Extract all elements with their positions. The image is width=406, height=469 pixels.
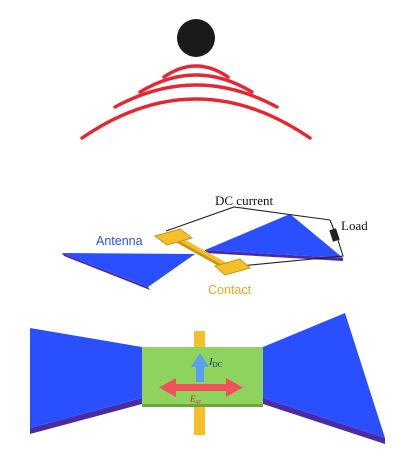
channel-bottom-edge <box>142 404 263 407</box>
wire-top <box>165 206 331 232</box>
wave-1 <box>162 64 230 79</box>
dc-current-label: DC current <box>215 193 274 208</box>
antenna-right-wing-edge <box>205 250 343 261</box>
left-electrode-edge <box>30 398 142 434</box>
idc-label-main: I <box>208 356 214 368</box>
antenna-left-wing-edge <box>62 253 150 290</box>
antenna-right-wing <box>205 214 343 258</box>
right-electrode-edge <box>263 398 385 444</box>
load-resistor <box>329 228 340 242</box>
wave-3 <box>113 83 279 109</box>
eac-label: Eac <box>189 394 202 406</box>
wave-2 <box>138 73 254 94</box>
eac-label-main: E <box>189 394 196 404</box>
right-electrode <box>263 313 385 438</box>
middle-antenna-circuit: DC current Load Antenna Contact <box>62 193 368 297</box>
load-label: Load <box>341 218 368 233</box>
contact-strip <box>175 235 231 269</box>
contact-pad-left <box>153 228 194 246</box>
antenna-left-wing <box>62 253 195 287</box>
left-electrode <box>30 328 142 428</box>
ac-field-arrow <box>159 378 243 397</box>
radiation-source <box>177 19 215 57</box>
contact-label: Contact <box>208 283 252 297</box>
radiation-waves <box>80 64 312 140</box>
wave-4 <box>80 97 312 140</box>
bottom-device: IDC Eac <box>30 313 385 444</box>
wire-right-lower <box>239 239 344 267</box>
vertical-contact-top <box>194 331 205 349</box>
idc-label-sub: DC <box>213 361 223 369</box>
contact-pad-right <box>213 258 252 276</box>
vertical-contact-bottom <box>194 407 205 435</box>
eac-label-sub: ac <box>196 400 202 406</box>
idc-label: IDC <box>208 356 223 369</box>
dc-current-arrow <box>191 353 209 382</box>
dc-circuit-wire <box>165 206 344 267</box>
antenna-label: Antenna <box>96 234 143 248</box>
wire-right <box>329 219 335 231</box>
